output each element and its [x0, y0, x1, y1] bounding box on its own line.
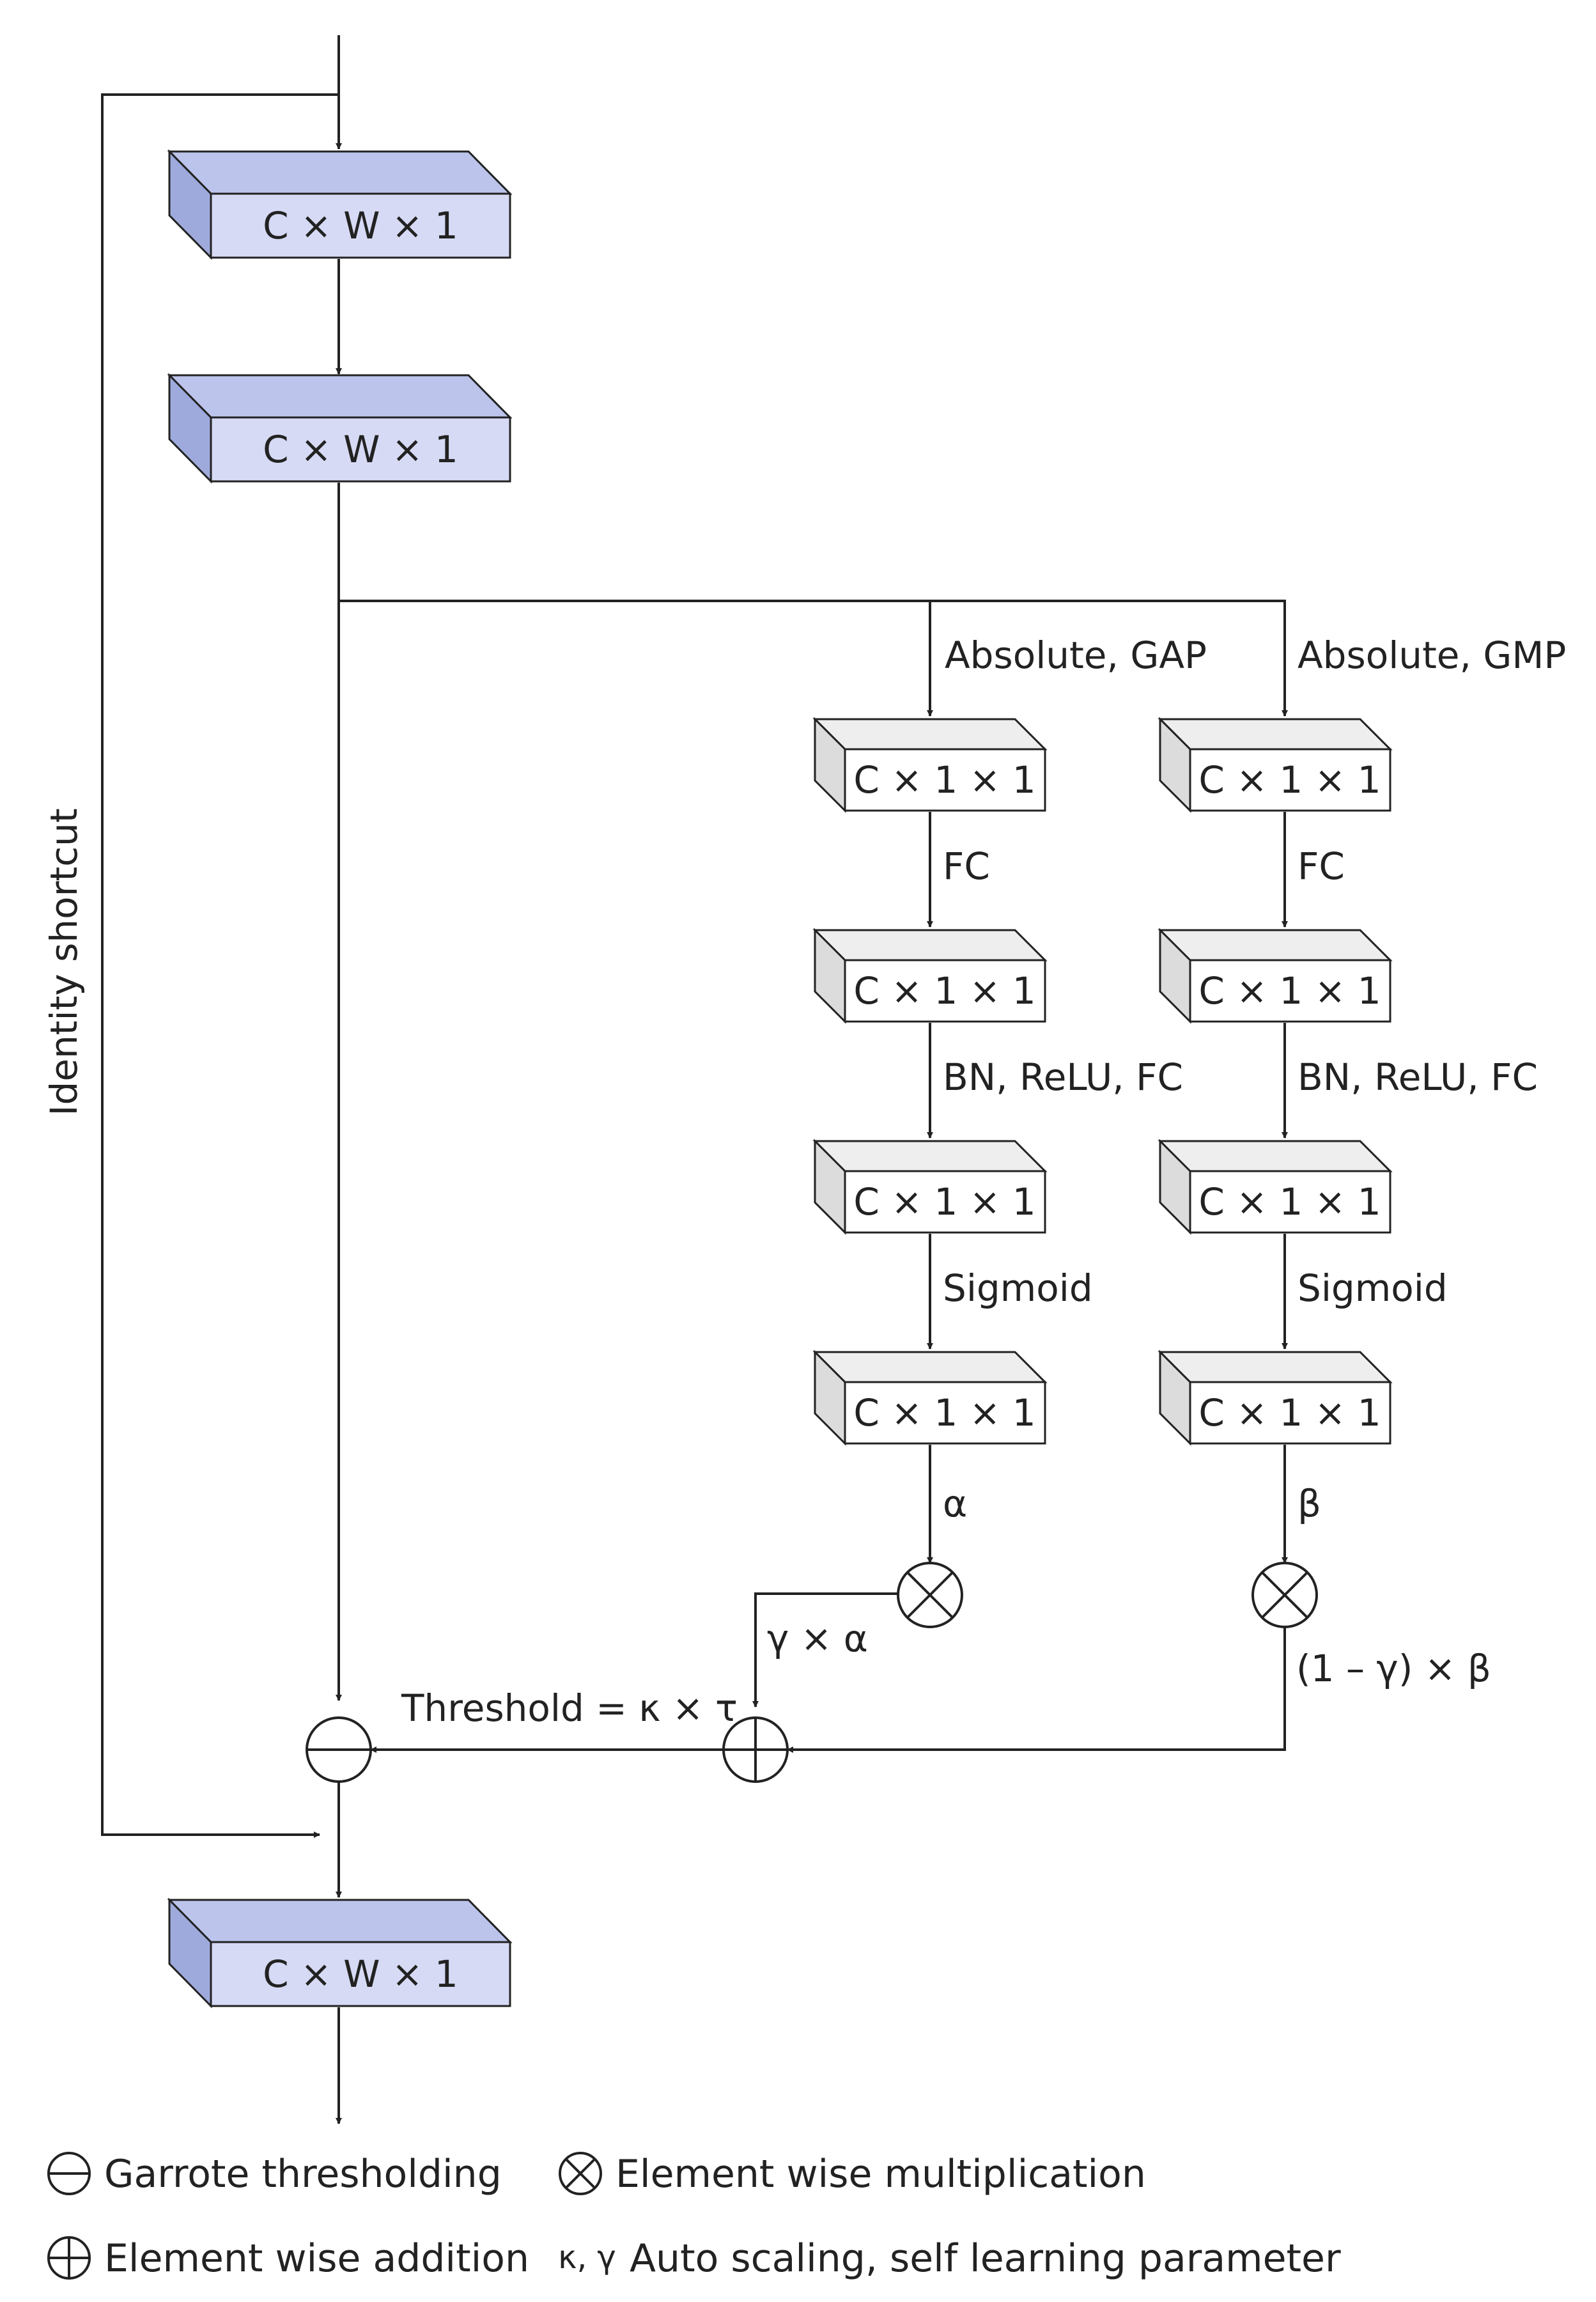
multiply-cross-b	[906, 1571, 954, 1619]
channel-box-label: C × 1 × 1	[853, 1180, 1035, 1224]
split-to-branches	[339, 600, 1288, 717]
channel-box-label: C × 1 × 1	[853, 758, 1035, 802]
gmp-sigmoid-label: Sigmoid	[1298, 1266, 1448, 1310]
legend-addition-text: Element wise addition	[104, 2236, 529, 2281]
gmp-fc-label: FC	[1298, 844, 1345, 888]
gap-multiply-node	[897, 1562, 963, 1628]
gmp-bn-relu-fc-label: BN, ReLU, FC	[1298, 1055, 1538, 1099]
gmp-box-2: C × 1 × 1	[1158, 928, 1393, 1024]
arrow-gmp-mult-to-add	[787, 1627, 1286, 1753]
feature-map-label: C × W × 1	[263, 1952, 458, 1996]
channel-box-top-face	[1158, 718, 1393, 750]
channel-box-top-face	[812, 1351, 1048, 1383]
channel-box-label: C × 1 × 1	[1198, 1391, 1381, 1435]
beta-label: β	[1298, 1482, 1321, 1525]
gmp-multiply-node	[1251, 1562, 1318, 1628]
gap-box-2: C × 1 × 1	[812, 928, 1048, 1024]
gmp-box-3: C × 1 × 1	[1158, 1139, 1393, 1235]
legend-multiplication-icon	[559, 2152, 602, 2195]
feature-map-input-1: C × W × 1	[167, 149, 513, 260]
gap-fc-label: FC	[943, 844, 990, 888]
gap-box-3: C × 1 × 1	[812, 1139, 1048, 1235]
channel-box-label: C × 1 × 1	[1198, 758, 1381, 802]
channel-box-top-face	[812, 718, 1048, 750]
channel-box-top-face	[1158, 1140, 1393, 1172]
gmp-branch: Absolute, GMP C × 1 × 1 FC C × 1 × 1 BN,…	[1158, 634, 1566, 1690]
legend-garrote-icon	[47, 2152, 91, 2195]
channel-box-front-face	[844, 748, 1046, 812]
feature-map-label: C × W × 1	[263, 204, 458, 247]
feature-map-label: C × W × 1	[263, 428, 458, 471]
channel-box-front-face	[1189, 1381, 1391, 1445]
channel-box-top-face	[812, 1140, 1048, 1172]
legend-params-text: Auto scaling, self learning parameter	[630, 2236, 1341, 2281]
channel-box-front-face	[1189, 748, 1391, 812]
legend-addition-icon	[47, 2236, 91, 2280]
legend-multiplication-text: Element wise multiplication	[616, 2152, 1146, 2197]
arrow-gap-mult-to-add	[752, 1592, 898, 1707]
gap-branch: Absolute, GAP C × 1 × 1 FC C × 1 × 1 BN,…	[767, 634, 1207, 1660]
channel-box-front-face	[1189, 959, 1391, 1023]
gap-box-1: C × 1 × 1	[812, 717, 1048, 813]
channel-box-front-face	[844, 1170, 1046, 1234]
feature-map-input-2: C × W × 1	[167, 373, 513, 484]
feature-map-top-face	[167, 1899, 513, 1943]
gamma-alpha-label: γ × α	[767, 1617, 868, 1660]
channel-box-top-face	[812, 929, 1048, 961]
connections	[101, 35, 1288, 2124]
channel-box-top-face	[1158, 929, 1393, 961]
feature-map-top-face	[167, 150, 513, 195]
feature-map-top-face	[167, 374, 513, 419]
channel-box-label: C × 1 × 1	[853, 969, 1035, 1013]
feature-map-front-face	[210, 192, 511, 259]
gmp-entry-label: Absolute, GMP	[1298, 634, 1566, 677]
channel-box-label: C × 1 × 1	[853, 1391, 1035, 1435]
multiply-cross-b	[1261, 1571, 1308, 1619]
feature-map-front-face	[210, 1941, 511, 2007]
channel-box-top-face	[1158, 1351, 1393, 1383]
addition-node	[722, 1716, 789, 1783]
channel-box-front-face	[844, 1381, 1046, 1445]
alpha-label: α	[943, 1482, 967, 1525]
legend-params-symbol: κ, γ	[558, 2239, 616, 2276]
identity-shortcut-line	[101, 93, 339, 1838]
threshold-label: Threshold = κ × τ	[401, 1686, 738, 1730]
feature-map-front-face	[210, 416, 511, 483]
channel-box-front-face	[844, 959, 1046, 1023]
gap-entry-label: Absolute, GAP	[945, 634, 1207, 677]
channel-box-label: C × 1 × 1	[1198, 969, 1381, 1013]
gmp-box-1: C × 1 × 1	[1158, 717, 1393, 813]
channel-box-front-face	[1189, 1170, 1391, 1234]
gmp-box-4: C × 1 × 1	[1158, 1349, 1393, 1446]
feature-map-output: C × W × 1	[167, 1897, 513, 2009]
gap-sigmoid-label: Sigmoid	[943, 1266, 1093, 1310]
garrote-threshold-node	[306, 1716, 372, 1783]
gap-box-4: C × 1 × 1	[812, 1349, 1048, 1446]
one-minus-gamma-beta-label: (1 – γ) × β	[1296, 1647, 1491, 1690]
legend-garrote-text: Garrote thresholding	[104, 2152, 502, 2197]
identity-shortcut-label: Identity shortcut	[42, 808, 86, 1116]
legend: Garrote thresholding Element wise multip…	[47, 2152, 1341, 2281]
gap-bn-relu-fc-label: BN, ReLU, FC	[943, 1055, 1183, 1099]
channel-box-label: C × 1 × 1	[1198, 1180, 1381, 1224]
